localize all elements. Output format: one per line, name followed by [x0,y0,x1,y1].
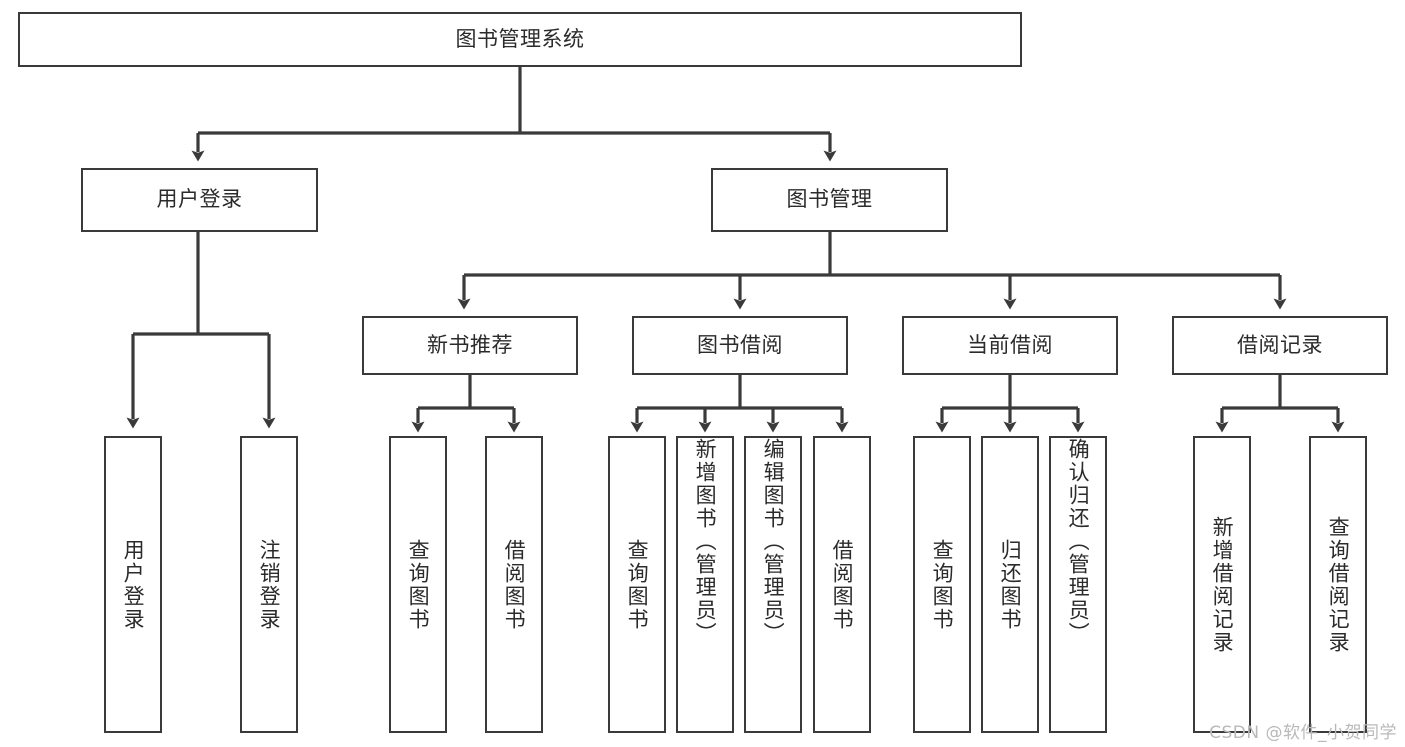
node-label: 用户登录 [156,187,243,212]
leaf-query-borrow-record[interactable]: 查询借阅记录 [1309,436,1367,733]
leaf-confirm-return-admin[interactable]: 确认归还（管理员） [1049,436,1107,733]
node-book-management[interactable]: 图书管理 [711,168,948,232]
leaf-borrow-books-recommend[interactable]: 借阅图书 [485,436,543,733]
node-label: 图书管理 [786,187,873,212]
node-label: 查询图书 [625,538,650,631]
node-label: 查询图书 [930,538,955,631]
node-label: 借阅图书 [502,538,527,631]
node-user-login[interactable]: 用户登录 [81,168,318,232]
node-new-book-recommendation[interactable]: 新书推荐 [362,316,578,375]
node-label: 新书推荐 [427,332,513,357]
leaf-user-login[interactable]: 用户登录 [104,436,162,733]
node-label: 图书管理系统 [455,26,585,51]
node-label: 当前借阅 [967,332,1053,357]
node-label: 注销登录 [257,538,282,631]
leaf-add-borrow-record[interactable]: 新增借阅记录 [1193,436,1251,733]
node-label: 用户登录 [121,538,146,631]
leaf-query-books-current[interactable]: 查询图书 [913,436,971,733]
node-book-borrowing[interactable]: 图书借阅 [632,316,848,375]
node-label: 归还图书 [998,538,1023,631]
leaf-query-books-recommend[interactable]: 查询图书 [389,436,447,733]
leaf-query-books-borrowing[interactable]: 查询图书 [608,436,666,733]
node-label: 借阅记录 [1237,332,1323,357]
node-label: 编辑图书（管理员） [761,438,786,645]
leaf-add-book-admin[interactable]: 新增图书（管理员） [676,436,734,733]
node-root-book-management-system[interactable]: 图书管理系统 [18,12,1022,67]
leaf-logout[interactable]: 注销登录 [240,436,298,733]
node-label: 图书借阅 [697,332,783,357]
node-label: 新增借阅记录 [1210,515,1235,654]
node-label: 确认归还（管理员） [1066,438,1091,645]
node-current-borrowing[interactable]: 当前借阅 [902,316,1118,375]
leaf-borrow-books-borrowing[interactable]: 借阅图书 [813,436,871,733]
node-label: 借阅图书 [830,538,855,631]
leaf-edit-book-admin[interactable]: 编辑图书（管理员） [744,436,802,733]
leaf-return-books[interactable]: 归还图书 [981,436,1039,733]
node-borrowing-records[interactable]: 借阅记录 [1172,316,1388,375]
node-label: 新增图书（管理员） [693,438,718,645]
node-label: 查询图书 [406,538,431,631]
node-label: 查询借阅记录 [1326,515,1351,654]
